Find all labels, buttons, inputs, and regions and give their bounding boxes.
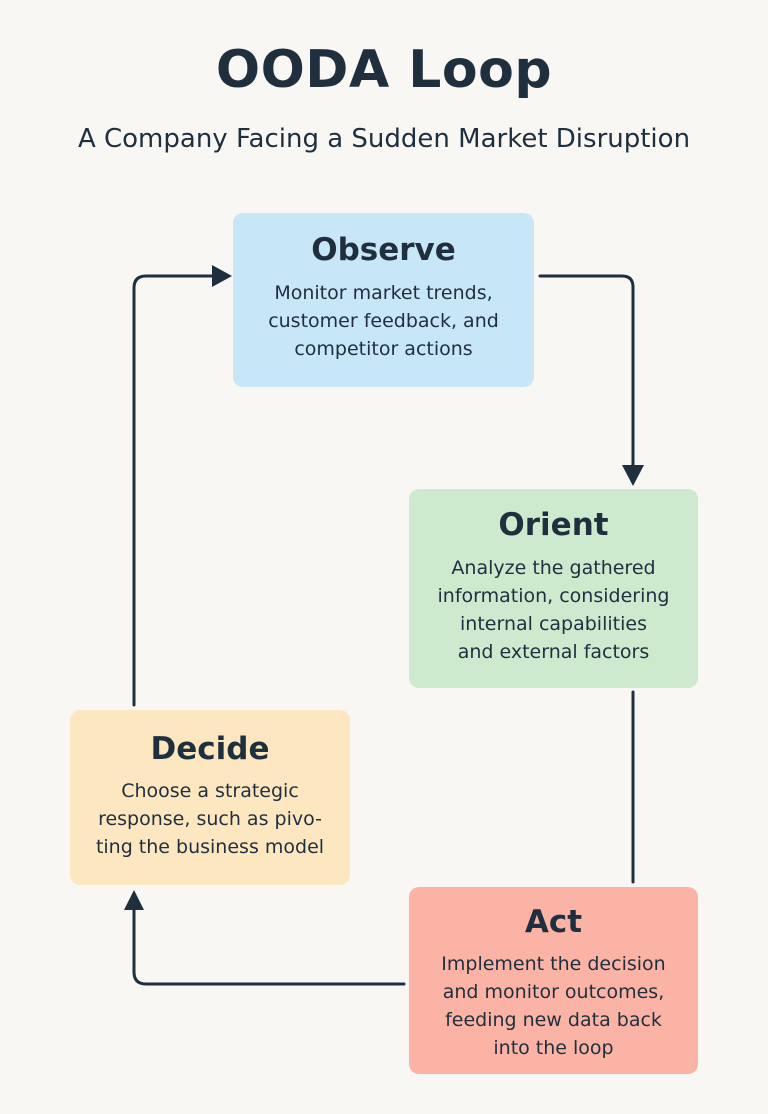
diagram-subtitle: A Company Facing a Sudden Market Disrupt… bbox=[77, 124, 691, 154]
act-heading: Act bbox=[524, 904, 583, 940]
observe-box: Observe Monitor market trends, customer … bbox=[233, 213, 534, 387]
arrow-decide-to-observe bbox=[132, 274, 216, 707]
act-description: Implement the decision and monitor outco… bbox=[441, 953, 666, 1059]
orient-heading: Orient bbox=[498, 507, 609, 543]
arrowhead-observe bbox=[212, 265, 232, 287]
orient-description: Analyze the gathered information, consid… bbox=[437, 557, 670, 663]
arrowhead-orient bbox=[622, 465, 644, 486]
arrowhead-decide bbox=[124, 890, 144, 910]
decide-box: Decide Choose a strategic response, such… bbox=[70, 710, 350, 885]
act-box: Act Implement the decision and monitor o… bbox=[409, 887, 698, 1074]
observe-description: Monitor market trends, customer feedback… bbox=[268, 282, 499, 360]
arrow-act-to-decide bbox=[132, 906, 406, 986]
observe-heading: Observe bbox=[311, 232, 456, 268]
decide-description: Choose a strategic response, such as piv… bbox=[95, 780, 325, 858]
decide-heading: Decide bbox=[150, 731, 270, 767]
arrow-observe-to-orient bbox=[538, 274, 635, 468]
diagram-title: OODA Loop bbox=[215, 40, 553, 100]
orient-box: Orient Analyze the gathered information,… bbox=[409, 489, 698, 688]
